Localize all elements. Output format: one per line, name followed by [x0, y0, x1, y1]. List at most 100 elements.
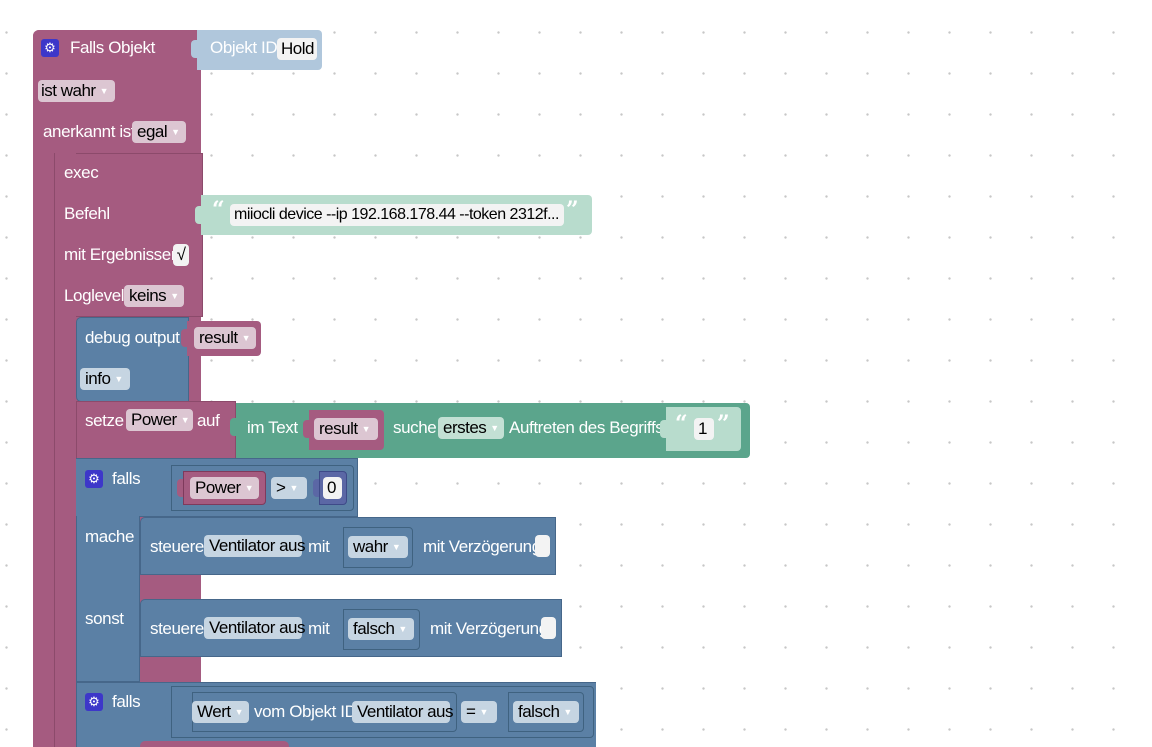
- command-value: miiocli device --ip 192.168.178.44 --tok…: [234, 206, 559, 223]
- setze-var-value: Power: [131, 410, 177, 429]
- falls2-compare-connector: [165, 703, 172, 721]
- dropdown-arrow-icon: ▼: [241, 333, 251, 343]
- falls2-op-value: =: [466, 702, 476, 721]
- wert-value: Wert: [197, 702, 231, 721]
- dropdown-arrow-icon: ▼: [289, 483, 298, 493]
- exec-title: exec: [64, 163, 99, 182]
- dropdown-arrow-icon: ▼: [361, 424, 371, 434]
- steuere2-delay-checkbox[interactable]: [541, 617, 556, 639]
- dropdown-arrow-icon: ▼: [171, 127, 180, 137]
- power-var-connector: [177, 479, 184, 497]
- steuere1-value: wahr: [353, 537, 388, 556]
- debug-var-value: result: [199, 328, 238, 347]
- loglevel-dropdown[interactable]: keins▼: [124, 285, 184, 307]
- steuere2-label: steuere: [150, 619, 204, 638]
- steuere2-delay-label: mit Verzögerung: [430, 619, 548, 638]
- steuere2-mit: mit: [308, 619, 330, 638]
- steuere1-value-dropdown[interactable]: wahr▼: [348, 536, 408, 558]
- dropdown-arrow-icon: ▼: [479, 707, 488, 717]
- compare-op-value: >: [276, 478, 286, 497]
- command-connector: [195, 206, 202, 224]
- results-label: mit Ergebnissen: [64, 245, 180, 264]
- dropdown-arrow-icon: ▼: [563, 707, 572, 717]
- results-checkbox[interactable]: √: [173, 244, 189, 266]
- close-quote-icon: ”: [566, 197, 579, 223]
- ack-dropdown[interactable]: egal▼: [132, 121, 186, 143]
- falls2-value-dropdown[interactable]: falsch▼: [513, 701, 579, 723]
- dropdown-arrow-icon: ▼: [398, 624, 407, 634]
- objekt-id-field[interactable]: Hold: [277, 38, 317, 60]
- dropdown-arrow-icon: ▼: [170, 291, 179, 301]
- gear-icon[interactable]: ⚙: [85, 470, 103, 488]
- power-var-value: Power: [195, 478, 241, 497]
- setze-label: setze: [85, 411, 124, 430]
- falls2-op-dropdown[interactable]: =▼: [461, 701, 497, 723]
- dropdown-arrow-icon: ▼: [180, 415, 190, 425]
- dropdown-arrow-icon: ▼: [99, 86, 109, 96]
- steuere1-delay-checkbox[interactable]: [535, 535, 550, 557]
- gear-icon[interactable]: ⚙: [85, 693, 103, 711]
- objekt-field[interactable]: Ventilator aus: [352, 701, 454, 723]
- nested-block-peek[interactable]: [140, 741, 289, 747]
- falls-objekt-title: Falls Objekt: [70, 38, 155, 57]
- compare-op-dropdown[interactable]: >▼: [271, 477, 307, 499]
- steuere2-value-dropdown[interactable]: falsch▼: [348, 618, 414, 640]
- num-field[interactable]: 0: [323, 477, 342, 499]
- sonst-label: sonst: [85, 609, 124, 628]
- steuere1-label: steuere: [150, 537, 204, 556]
- open-quote-icon: “: [675, 411, 688, 437]
- debug-level-dropdown[interactable]: info▼: [80, 368, 130, 390]
- falls-objekt-top-bar: [33, 30, 201, 70]
- num-value: 0: [327, 478, 336, 497]
- power-var-dropdown[interactable]: Power▼: [190, 477, 259, 499]
- steuere1-target: Ventilator aus: [209, 536, 306, 555]
- text-search-connector: [230, 418, 237, 436]
- dropdown-arrow-icon: ▼: [114, 374, 123, 384]
- falls2-label: falls: [112, 692, 141, 711]
- loglevel-label: Loglevel: [64, 286, 125, 305]
- text-var-dropdown[interactable]: result▼: [314, 418, 378, 440]
- debug-level-value: info: [85, 369, 111, 388]
- falls1-left: [77, 459, 139, 681]
- objekt-id-connector: [191, 40, 198, 58]
- search-text-value: 1: [698, 419, 707, 438]
- objekt-value: Ventilator aus: [357, 702, 454, 721]
- setze-var-dropdown[interactable]: Power▼: [126, 409, 193, 431]
- ack-value: egal: [137, 122, 168, 141]
- suche-label: suche: [393, 418, 437, 437]
- im-text-label: im Text: [247, 418, 298, 437]
- command-field[interactable]: miiocli device --ip 192.168.178.44 --tok…: [230, 204, 564, 226]
- condition-value: ist wahr: [41, 81, 96, 100]
- num-connector: [313, 479, 320, 497]
- objekt-id-value: Hold: [281, 39, 314, 58]
- wert-dropdown[interactable]: Wert▼: [192, 701, 249, 723]
- wert-connector: [186, 703, 193, 721]
- objekt-id-label: Objekt ID: [210, 38, 278, 57]
- falls1-label: falls: [112, 469, 141, 488]
- steuere1-value-connector: [337, 538, 344, 556]
- steuere1-target-dropdown[interactable]: Ventilator aus: [204, 535, 306, 557]
- dropdown-arrow-icon: ▼: [490, 423, 499, 433]
- falls2-value-connector: [502, 703, 509, 721]
- which-dropdown[interactable]: erstes▼: [438, 417, 504, 439]
- steuere2-target: Ventilator aus: [209, 618, 306, 637]
- debug-var-dropdown[interactable]: result▼: [194, 327, 256, 349]
- search-text-connector: [660, 420, 667, 438]
- dropdown-arrow-icon: ▼: [234, 707, 244, 717]
- condition-dropdown[interactable]: ist wahr▼: [38, 80, 115, 102]
- open-quote-icon: “: [212, 197, 225, 223]
- search-text-field[interactable]: 1: [694, 418, 714, 440]
- which-value: erstes: [443, 418, 487, 437]
- befehl-label: Befehl: [64, 204, 110, 223]
- steuere1-mit: mit: [308, 537, 330, 556]
- steuere2-value: falsch: [353, 619, 395, 638]
- steuere2-target-dropdown[interactable]: Ventilator aus: [204, 617, 306, 639]
- compare-connector: [165, 479, 172, 497]
- ack-label: anerkannt ist: [43, 122, 136, 141]
- steuere2-value-connector: [337, 620, 344, 638]
- text-var-connector: [303, 420, 310, 438]
- gear-icon[interactable]: ⚙: [41, 39, 59, 57]
- setze-auf-label: auf: [197, 411, 220, 430]
- exec-left-bar: [54, 153, 76, 747]
- mache-label: mache: [85, 527, 135, 546]
